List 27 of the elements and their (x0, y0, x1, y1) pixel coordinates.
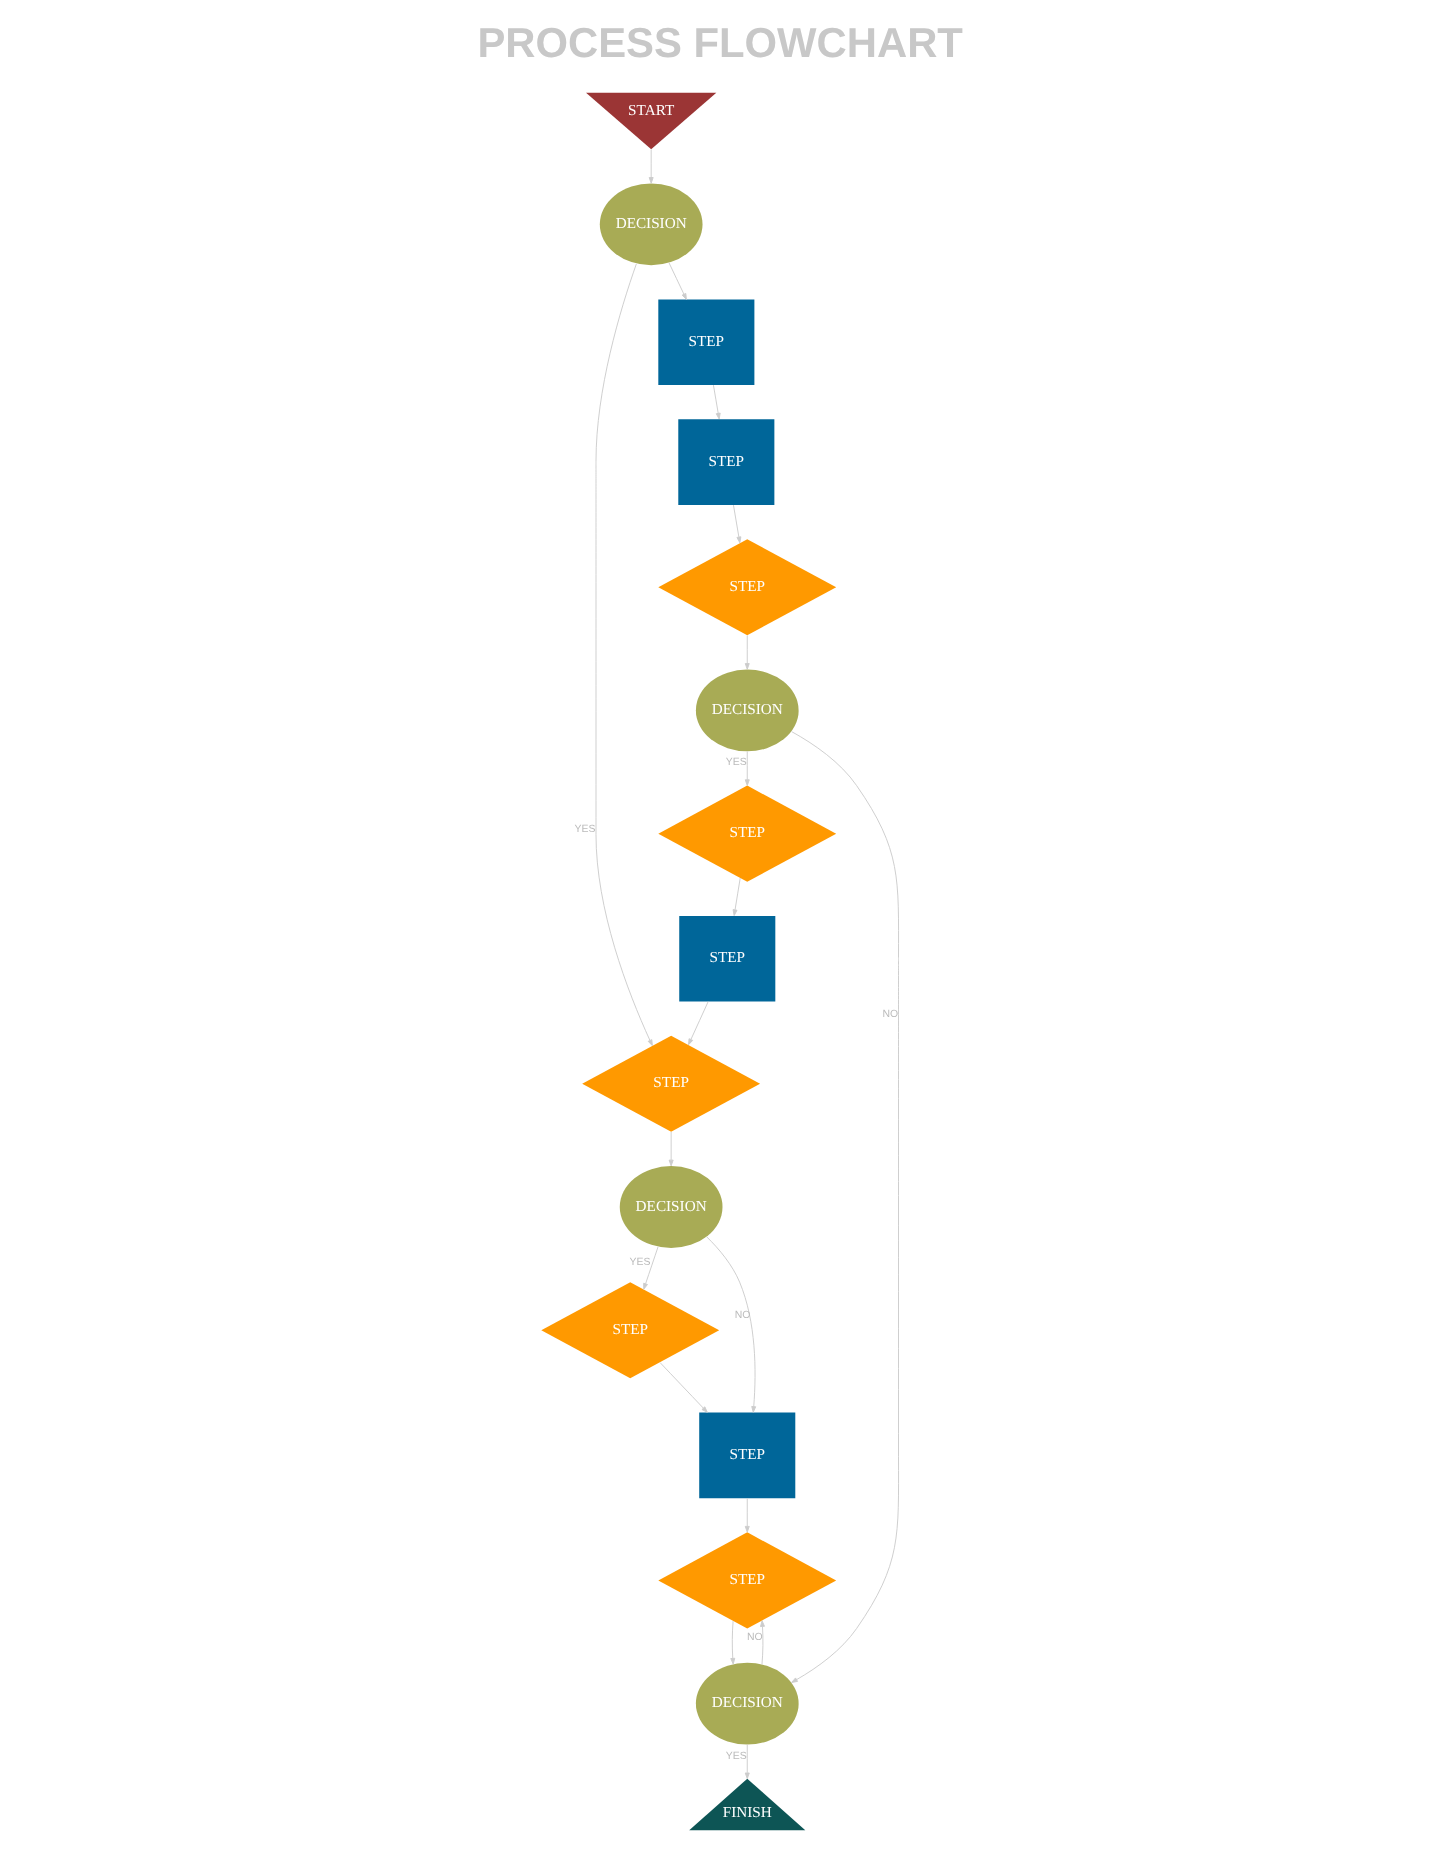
node-diamond: STEP (658, 539, 837, 636)
arrow (760, 1620, 765, 1665)
node-ellipse: DECISION (599, 183, 703, 266)
arrow (706, 1236, 757, 1413)
arrow (732, 877, 741, 917)
node-ellipse: DECISION (619, 1166, 723, 1248)
arrow (595, 263, 653, 1047)
arrow (643, 1246, 659, 1290)
arrow (744, 634, 750, 670)
arrow (730, 1620, 736, 1665)
node-diamond: STEP (658, 785, 837, 882)
node-box: STEP (699, 1412, 796, 1499)
arrow (668, 262, 687, 300)
arrow (791, 731, 900, 1683)
node-box: STEP (679, 915, 776, 1002)
arrow (744, 750, 750, 786)
arrow (668, 1131, 674, 1167)
arrow (733, 504, 742, 544)
node-box: STEP (678, 419, 775, 505)
arrow (712, 384, 721, 420)
arrow (648, 148, 654, 184)
node-box: STEP (658, 299, 755, 386)
arrow (744, 1497, 750, 1533)
arrow (659, 1362, 708, 1413)
arrow (744, 1744, 750, 1780)
node-ellipse: DECISION (695, 669, 799, 752)
arrow (688, 1001, 709, 1046)
